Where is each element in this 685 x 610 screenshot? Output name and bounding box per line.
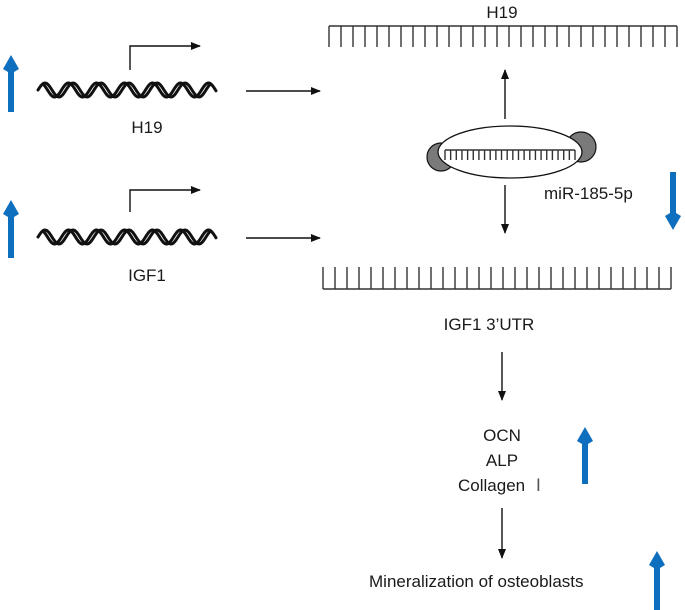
marker-collagen: Collagen Ⅰ — [458, 476, 541, 495]
hybrid-oval — [437, 125, 583, 179]
igf1-gene-label: IGF1 — [128, 266, 166, 285]
arrow-shaft — [8, 72, 14, 112]
igf1-utr-label: IGF1 3’UTR — [444, 315, 535, 334]
h19-gene-label: H19 — [131, 118, 162, 137]
igf1-gene-group: IGF1 — [3, 186, 321, 285]
collagen-type-numeral: Ⅰ — [536, 476, 541, 495]
mirna-hybrid-complex-icon — [426, 125, 597, 179]
arrow-head — [577, 427, 593, 444]
h19-dna-helix-icon — [36, 81, 218, 99]
h19-upregulated-arrow-icon — [3, 55, 19, 112]
h19-rna-comb-icon — [328, 25, 678, 47]
h19-rna-strand: H19 — [328, 3, 678, 47]
marker-ocn: OCN — [483, 426, 521, 445]
igf1-promoter-arrow-icon — [129, 186, 201, 212]
arrow-head — [665, 213, 681, 230]
arrow-shaft — [654, 568, 660, 610]
igf1-dna-helix-icon — [36, 228, 218, 246]
helix-strand — [36, 81, 212, 99]
helix-strand — [42, 81, 218, 99]
mirna-label: miR-185-5p — [544, 184, 633, 203]
igf1-utr-strand: IGF1 3’UTR — [322, 267, 672, 334]
igf1-upregulated-arrow-icon — [3, 200, 19, 258]
marker-alp: ALP — [486, 451, 518, 470]
arrow-shaft — [670, 172, 676, 213]
arrow-shaft — [582, 444, 588, 484]
helix-strand — [36, 228, 212, 246]
igf1-utr-comb-icon — [322, 267, 672, 290]
arrow-head — [3, 55, 19, 72]
helix-strand — [42, 228, 218, 246]
mineralization-upregulated-arrow-icon — [649, 551, 665, 610]
collagen-text: Collagen — [458, 476, 525, 495]
arrow-head — [649, 551, 665, 568]
arrow-head — [3, 200, 19, 217]
osteogenic-markers: OCN ALP Collagen Ⅰ — [458, 426, 541, 495]
h19-promoter-arrow-icon — [129, 42, 201, 70]
mirna-downregulated-arrow-icon — [665, 172, 681, 230]
hybrid-base-pairs — [444, 149, 576, 160]
h19-rna-label: H19 — [486, 3, 517, 22]
mineralization-label: Mineralization of osteoblasts — [369, 572, 584, 591]
arrow-shaft — [8, 217, 14, 258]
h19-gene-group: H19 — [3, 42, 321, 137]
markers-upregulated-arrow-icon — [577, 427, 593, 484]
